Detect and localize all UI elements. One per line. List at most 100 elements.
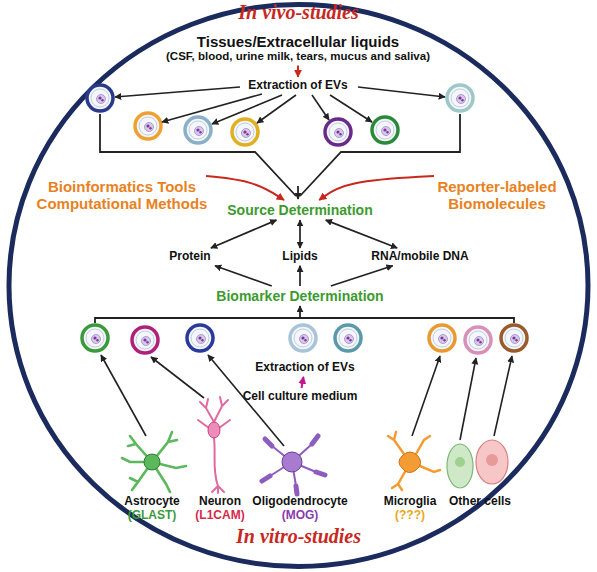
- node-text: Lipids: [282, 250, 317, 264]
- bracket: [100, 114, 296, 196]
- release-arrow: [330, 95, 372, 122]
- release-arrow: [494, 356, 512, 436]
- connector-arrow: [302, 377, 304, 388]
- node-text: Microglia: [384, 495, 437, 509]
- node-text: (MOG): [282, 509, 319, 523]
- node-text: Cell culture medium: [243, 390, 358, 404]
- circle-border: [9, 5, 588, 567]
- neuron-soma: [208, 422, 220, 438]
- ev-vesicle: [372, 117, 398, 143]
- cell-label: Other cells: [442, 495, 518, 509]
- node-text: Source Determination: [227, 202, 372, 218]
- connector-arrow: [299, 266, 301, 286]
- connector-arrow: [319, 176, 434, 200]
- astrocyte-body: [144, 454, 160, 470]
- node-text: Extraction of EVs: [248, 79, 347, 93]
- release-arrow: [212, 95, 282, 124]
- release-arrow: [358, 87, 445, 97]
- bracket: [95, 318, 514, 323]
- connector-arrow: [211, 220, 277, 248]
- process-label: Extraction of EVs: [240, 361, 370, 375]
- ev-vesicle: [325, 119, 351, 145]
- bracket-arrow: [297, 186, 299, 199]
- node-text: Bioinformatics Tools Computational Metho…: [22, 178, 222, 213]
- node-text: (???): [395, 509, 425, 523]
- release-arrow: [312, 95, 329, 120]
- release-arrow: [101, 355, 146, 436]
- node-text: Biomarker Determination: [216, 288, 383, 304]
- ev-vesicle: [232, 119, 258, 145]
- node-text: Oligodendrocyte: [252, 495, 347, 509]
- ev-vesicle: [132, 327, 158, 353]
- bracket: [300, 114, 460, 196]
- release-arrow: [162, 94, 262, 122]
- ev-vesicle: [335, 325, 361, 351]
- ev-vesicle: [135, 113, 161, 139]
- connector-arrow: [331, 266, 393, 286]
- release-arrow: [257, 95, 296, 123]
- stage-label: Biomarker Determination: [205, 288, 395, 304]
- myelin-segment: [262, 436, 325, 494]
- ev-vesicle: [447, 85, 473, 111]
- connector-arrow: [215, 266, 272, 286]
- release-arrow: [115, 87, 240, 97]
- molecule-label: Protein: [160, 250, 220, 264]
- microglia-body: [399, 452, 421, 473]
- connector-arrow: [206, 176, 284, 200]
- method-label: Bioinformatics Tools Computational Metho…: [22, 178, 222, 213]
- release-arrow: [412, 356, 440, 436]
- microglia-processes: [388, 432, 440, 490]
- node-text: (L1CAM): [195, 509, 244, 523]
- cell-label: Microglia(???): [374, 495, 446, 523]
- section-title: In vitro-studies: [236, 525, 361, 548]
- release-arrow: [151, 357, 204, 398]
- ev-vesicle: [501, 325, 527, 351]
- node-text: Protein: [169, 250, 210, 264]
- source-label: Tissues/Extracellular liquids(CSF, blood…: [108, 33, 488, 63]
- cell-nucleus: [455, 457, 465, 467]
- node-text: Neuron: [199, 495, 241, 509]
- node-text: Extraction of EVs: [255, 361, 354, 375]
- ev-vesicle: [87, 85, 113, 111]
- ev-vesicle: [429, 325, 455, 351]
- stage-label: Source Determination: [220, 202, 380, 218]
- oligodendrocyte-body: [282, 452, 302, 472]
- process-label: Extraction of EVs: [233, 79, 363, 93]
- cell-label: Astrocyte(GLAST): [116, 495, 188, 523]
- connector-arrow: [299, 220, 301, 248]
- bracket-arrow: [299, 306, 301, 318]
- ev-vesicle: [187, 325, 213, 351]
- astrocyte-processes: [122, 432, 186, 492]
- node-text: (GLAST): [128, 509, 177, 523]
- cell-label: Oligodendrocyte(MOG): [248, 495, 352, 523]
- other-cell: [476, 440, 508, 484]
- cell-nucleus: [486, 454, 498, 466]
- connector-arrow: [297, 65, 299, 77]
- method-label: Reporter-labeled Biomolecules: [422, 178, 572, 213]
- ev-vesicle: [185, 117, 211, 143]
- node-text: Reporter-labeled Biomolecules: [422, 178, 572, 213]
- node-text: Astrocyte: [124, 495, 179, 509]
- section-title: In vivo-studies: [238, 1, 359, 24]
- node-text: (CSF, blood, urine milk, tears, mucus an…: [166, 50, 430, 63]
- source-label: Cell culture medium: [225, 390, 375, 404]
- ev-vesicle: [82, 325, 108, 351]
- neuron-processes: [198, 397, 230, 493]
- oligodendrocyte-processes: [270, 444, 316, 486]
- cell-label: Neuron(L1CAM): [190, 495, 250, 523]
- node-text: Tissues/Extracellular liquids: [197, 33, 399, 50]
- ev-vesicle: [465, 327, 491, 353]
- release-arrow: [460, 358, 476, 440]
- release-arrow: [208, 355, 284, 446]
- ev-vesicle: [290, 325, 316, 351]
- other-cell: [447, 444, 473, 488]
- molecule-label: RNA/mobile DNA: [360, 250, 480, 264]
- molecule-label: Lipids: [275, 250, 325, 264]
- node-text: RNA/mobile DNA: [371, 250, 468, 264]
- node-text: Other cells: [449, 495, 511, 509]
